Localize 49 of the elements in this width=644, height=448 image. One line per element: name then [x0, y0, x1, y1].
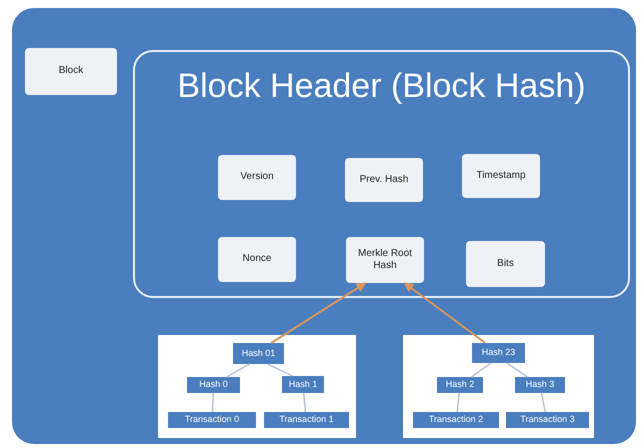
field-label: Hash 3 [526, 379, 554, 391]
hash-box [472, 343, 525, 363]
header-frame [133, 50, 630, 298]
hash-box [168, 412, 256, 428]
field-label: Timestamp [476, 170, 526, 182]
hash-box [413, 412, 499, 428]
field-label: Prev. Hash [360, 174, 408, 186]
field-box [345, 158, 423, 202]
field-box [462, 154, 540, 198]
connector-line [506, 362, 528, 378]
field-box [218, 237, 296, 282]
connector-line [302, 392, 306, 412]
hash-box [264, 412, 349, 428]
connector-line [456, 392, 460, 412]
field-box [25, 48, 117, 95]
field-label: Block [58, 65, 84, 78]
arrow [404, 282, 486, 344]
field-label: Hash 1 [288, 378, 318, 390]
hash-box [233, 343, 284, 364]
field-label: Transaction 2 [428, 414, 484, 426]
field-label: Bits [497, 258, 514, 270]
connector-line [212, 392, 214, 412]
arrow [270, 282, 366, 344]
field-box [218, 155, 296, 200]
field-label: Merkle Root Hash [357, 248, 413, 272]
hash-box [187, 377, 240, 393]
field-box [466, 241, 545, 287]
field-label: Hash 0 [199, 379, 228, 391]
connector-line [267, 363, 293, 377]
merkle-tree-panel [403, 335, 594, 438]
field-box [346, 237, 424, 283]
connector-line [226, 363, 250, 378]
field-label: Hash 23 [482, 347, 516, 359]
connector-line [471, 362, 492, 378]
field-label: Transaction 0 [184, 414, 240, 426]
field-label: Version [240, 171, 274, 184]
block-panel [12, 8, 636, 444]
field-label: Transaction 1 [279, 414, 334, 426]
hash-box [515, 377, 565, 393]
connector-line [540, 392, 546, 412]
merkle-tree-panel [158, 335, 356, 438]
header-title: Block Header (Block Hash) [177, 68, 586, 106]
hash-box [282, 376, 324, 393]
hash-box [437, 377, 483, 393]
field-label: Hash 2 [446, 379, 474, 391]
field-label: Nonce [242, 253, 272, 266]
field-label: Transaction 3 [520, 414, 575, 426]
field-label: Hash 01 [242, 348, 276, 360]
hash-box [506, 412, 589, 428]
